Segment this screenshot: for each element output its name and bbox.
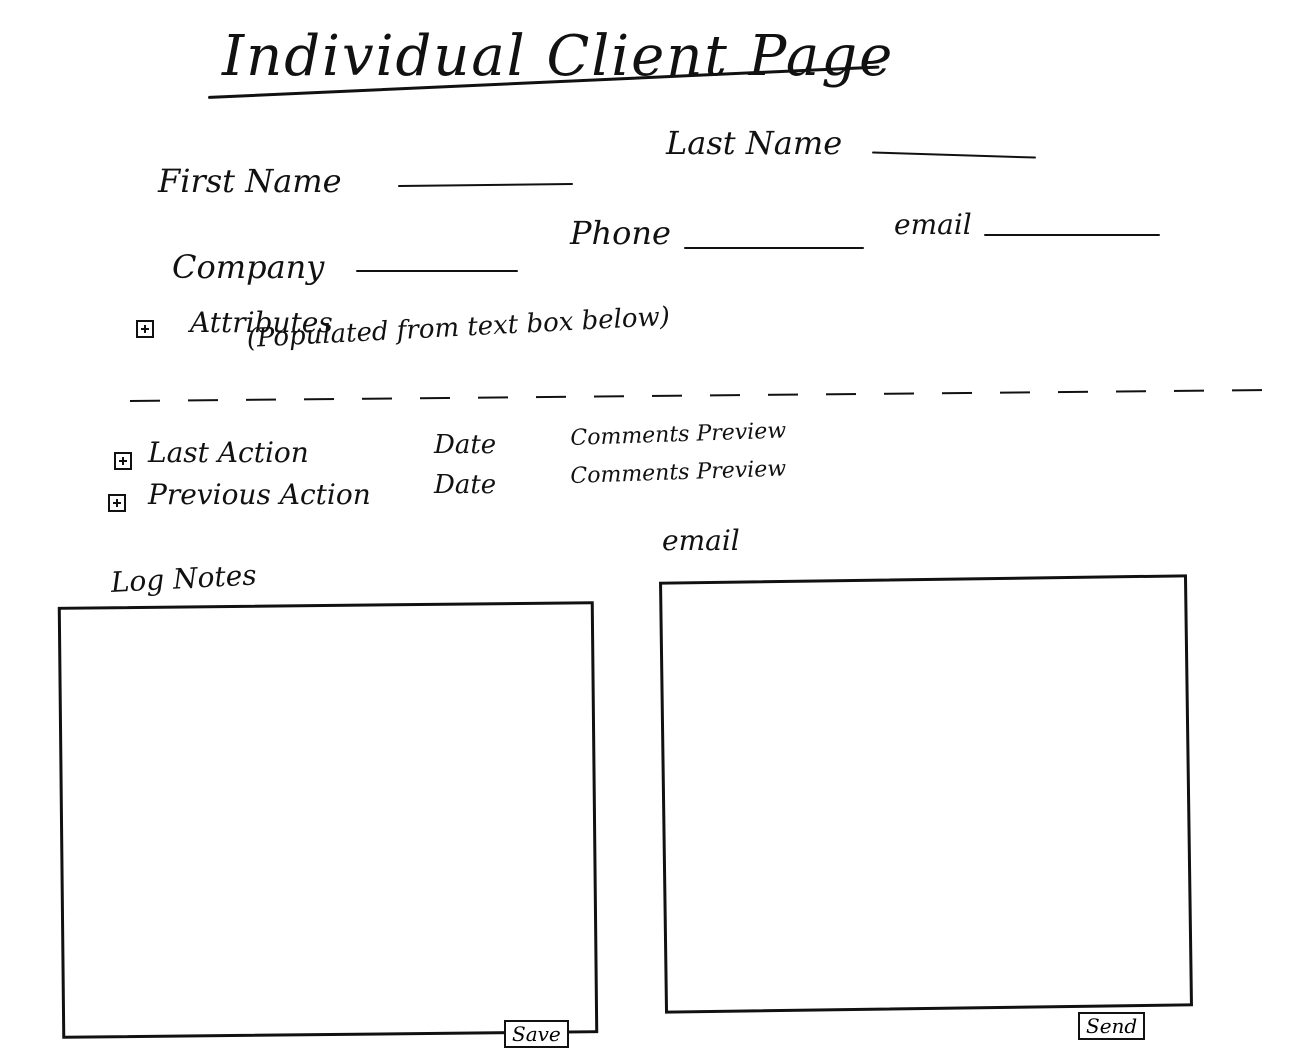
- first-name-label: First Name: [158, 162, 342, 200]
- previous-action-date: Date: [434, 470, 497, 500]
- page-title: Individual Client Page: [222, 24, 895, 89]
- send-button[interactable]: Send: [1078, 1012, 1146, 1040]
- last-action-comments-preview: Comments Preview: [570, 418, 787, 451]
- action-row-previous: Previous Action Date Comments Preview: [108, 456, 828, 516]
- last-name-label: Last Name: [666, 124, 843, 162]
- first-name-field[interactable]: [397, 182, 574, 188]
- section-divider: [130, 389, 1270, 402]
- previous-action-expand-icon[interactable]: [108, 494, 126, 512]
- last-name-field[interactable]: [872, 151, 1036, 159]
- attributes-label: Attributes: [190, 306, 333, 339]
- phone-label: Phone: [570, 214, 671, 252]
- phone-field[interactable]: [684, 247, 864, 249]
- last-action-expand-icon[interactable]: [114, 452, 132, 470]
- previous-action-label[interactable]: Previous Action: [148, 478, 371, 511]
- actions-list: Last Action Date Comments Preview Previo…: [108, 418, 828, 526]
- email-label: email: [894, 208, 972, 241]
- log-notes-textarea[interactable]: [57, 601, 599, 1039]
- email-textarea[interactable]: [659, 574, 1193, 1014]
- save-button[interactable]: Save: [504, 1020, 569, 1048]
- last-action-date: Date: [434, 430, 497, 460]
- company-field[interactable]: [356, 270, 518, 272]
- company-label: Company: [172, 248, 325, 286]
- last-action-label[interactable]: Last Action: [148, 436, 309, 469]
- email-panel-label: email: [662, 524, 740, 557]
- attributes-expand-icon[interactable]: [136, 320, 154, 338]
- email-field[interactable]: [984, 234, 1160, 236]
- log-notes-label: Log Notes: [110, 558, 258, 599]
- action-row-last: Last Action Date Comments Preview: [108, 418, 828, 476]
